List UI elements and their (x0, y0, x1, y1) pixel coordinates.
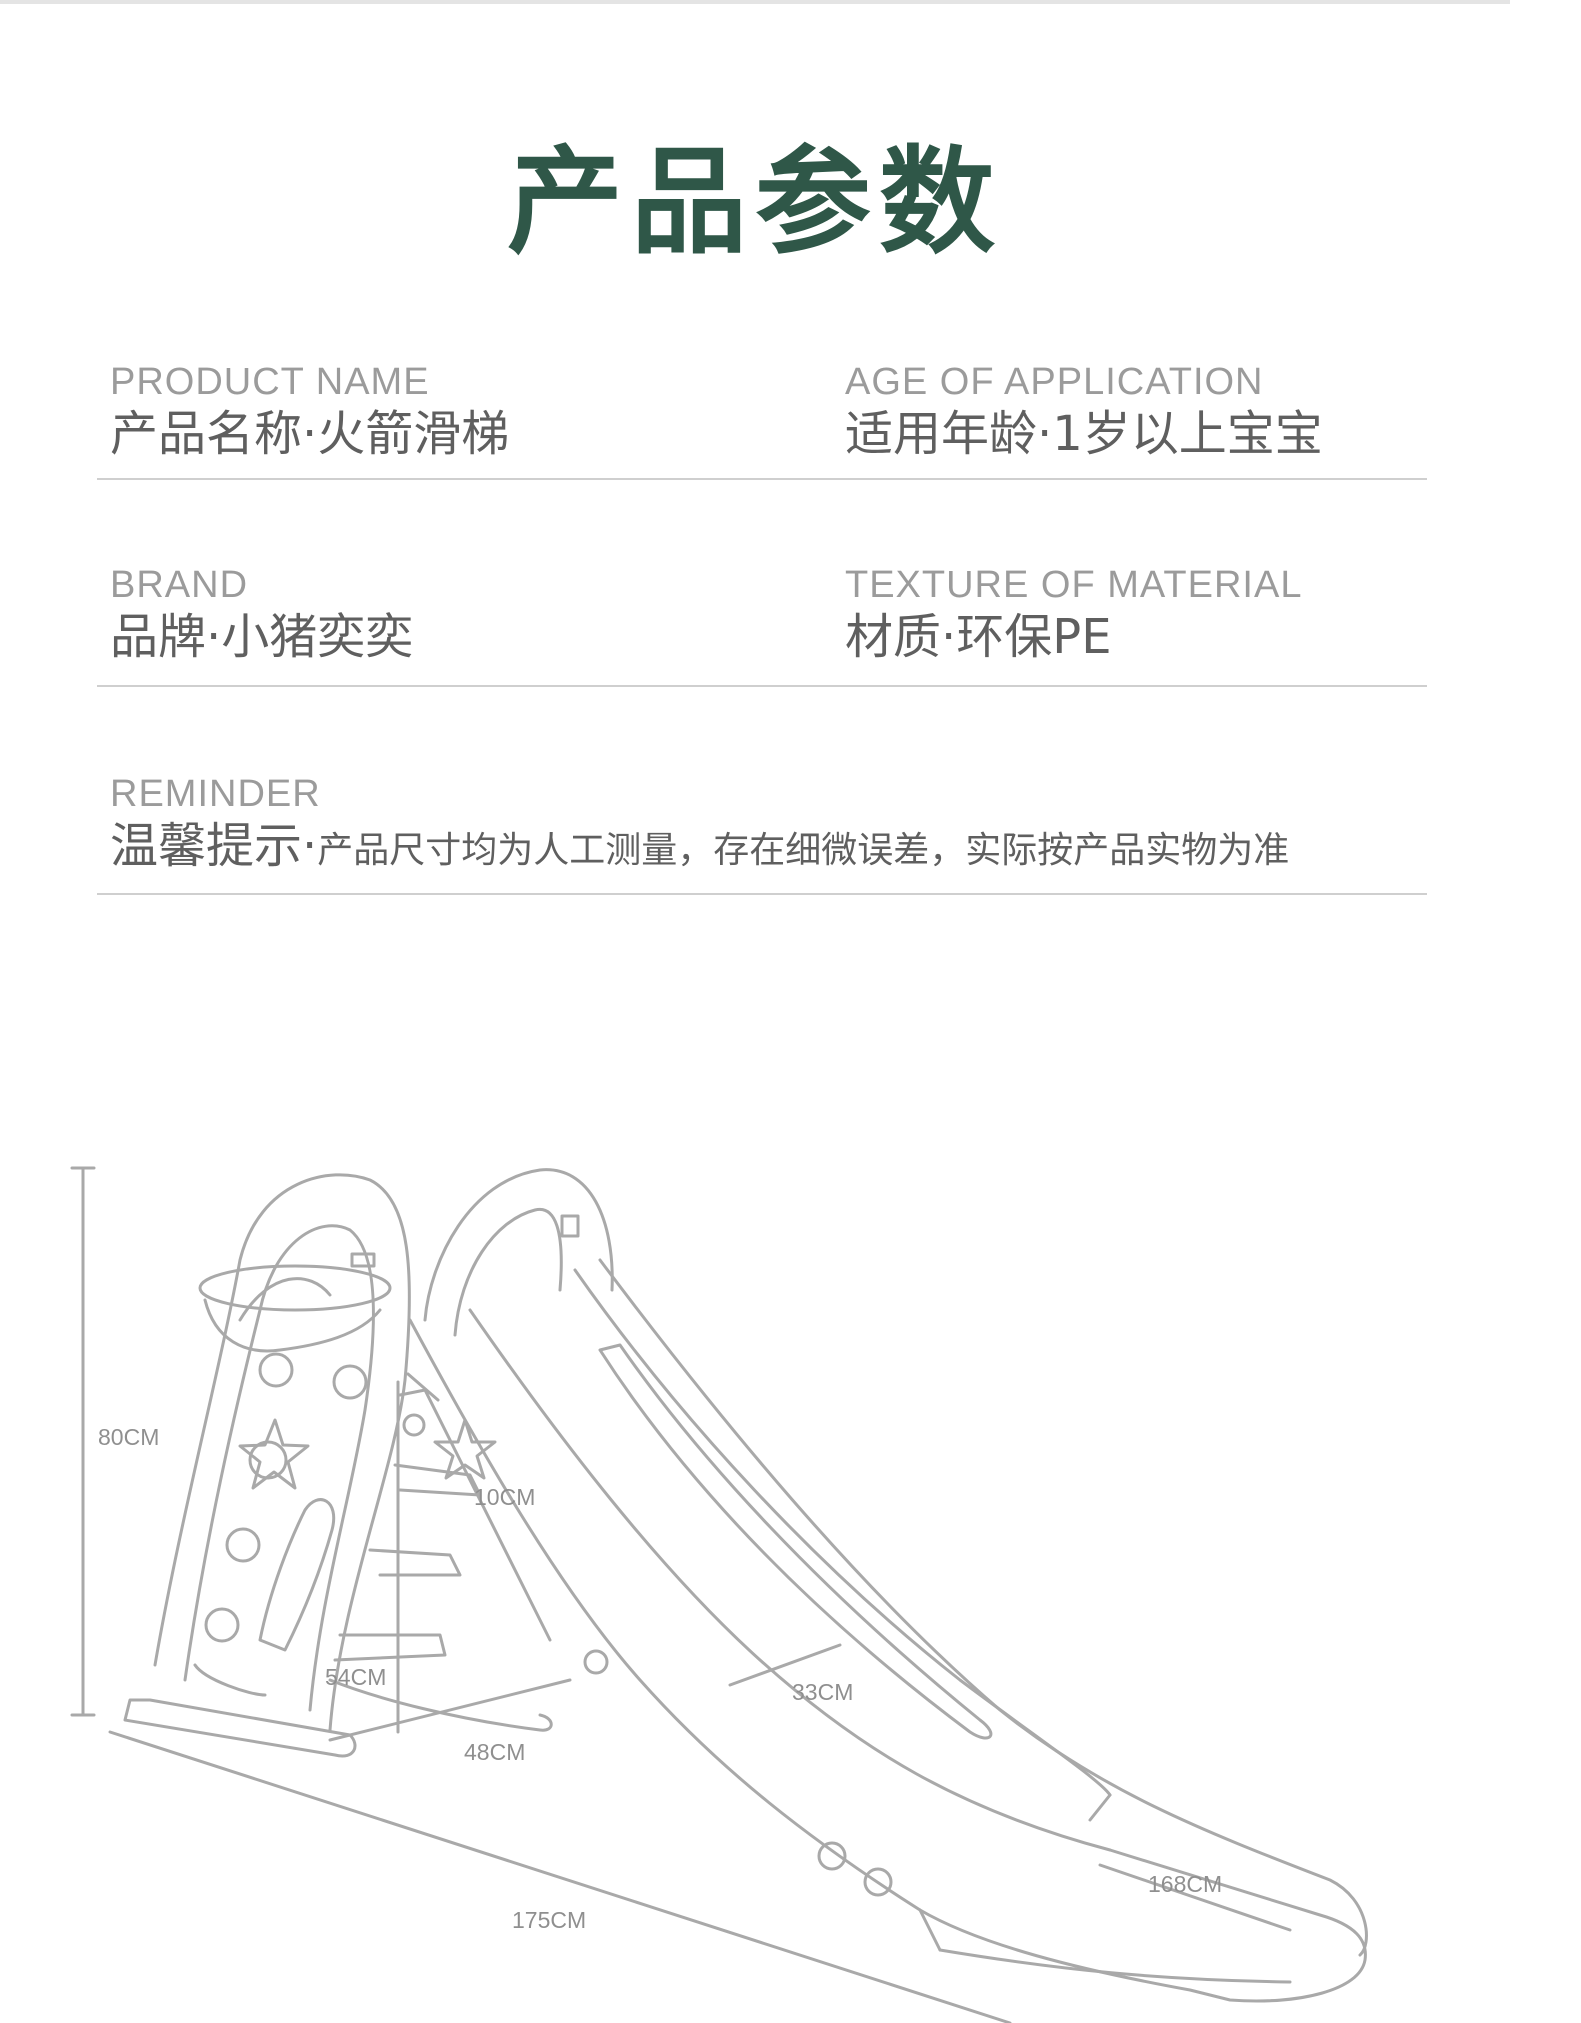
dim-label-depth: 54CM (325, 1664, 386, 1690)
divider-line (97, 478, 1427, 480)
param-label-en: REMINDER (110, 773, 321, 815)
param-label-en: TEXTURE OF MATERIAL (845, 564, 1303, 606)
dim-label-slide-length: 168CM (1148, 1871, 1222, 1897)
param-value-cn: 适用年龄·1岁以上宝宝 (845, 406, 1323, 462)
param-reminder: REMINDER 温馨提示·产品尺寸均为人工测量，存在细微误差，实际按产品实物为… (110, 772, 1289, 881)
param-age: AGE OF APPLICATION 适用年龄·1岁以上宝宝 (845, 360, 1323, 464)
param-label-en: AGE OF APPLICATION (845, 361, 1264, 403)
page-title: 产品参数 (507, 135, 1003, 270)
dimension-labels: 80CM 10CM 54CM 48CM 33CM 168CM 175CM (98, 1424, 1222, 1933)
dim-label-height: 80CM (98, 1424, 159, 1450)
reminder-label: 温馨提示· (110, 818, 318, 874)
dim-label-base-width: 48CM (464, 1739, 525, 1765)
param-material: TEXTURE OF MATERIAL 材质·环保PE (845, 563, 1302, 667)
divider-line (97, 685, 1427, 687)
param-value-cn: 材质·环保PE (845, 609, 1112, 665)
dim-label-step: 10CM (474, 1484, 535, 1510)
param-value-cn: 品牌·小猪奕奕 (110, 609, 414, 665)
slide-line-art (70, 1166, 1368, 2023)
param-brand: BRAND 品牌·小猪奕奕 (110, 563, 413, 667)
slide-dimension-diagram: 80CM 10CM 54CM 48CM 33CM 168CM 175CM (70, 1166, 1368, 2023)
param-value-cn: 温馨提示·产品尺寸均为人工测量，存在细微误差，实际按产品实物为准 (110, 816, 1289, 881)
dim-label-slide-width: 33CM (792, 1679, 853, 1705)
param-label-en: BRAND (110, 564, 249, 606)
divider-line (97, 893, 1427, 895)
param-label-en: PRODUCT NAME (110, 361, 430, 403)
dim-label-total-length: 175CM (512, 1907, 586, 1933)
param-value-cn: 产品名称·火箭滑梯 (110, 406, 510, 462)
reminder-text: 产品尺寸均为人工测量，存在细微误差，实际按产品实物为准 (317, 830, 1290, 871)
top-divider-strip (0, 0, 1510, 4)
param-product-name: PRODUCT NAME 产品名称·火箭滑梯 (110, 360, 509, 464)
